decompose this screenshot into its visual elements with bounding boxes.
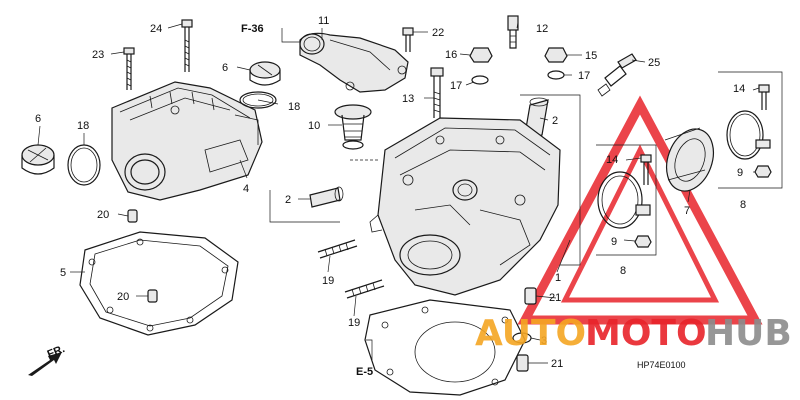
o-ring-left	[67, 144, 101, 186]
callout-9a: 9	[737, 167, 743, 179]
clamp-lower	[597, 171, 651, 229]
diagram-code: HP74E0100	[637, 360, 686, 370]
callout-11: 11	[318, 15, 329, 27]
callout-14b: 14	[606, 154, 618, 166]
stud-19a	[317, 239, 358, 259]
pipe-2-left	[309, 186, 344, 208]
dowel-pin-20a	[127, 209, 138, 223]
nut-15	[544, 47, 568, 63]
nut-9a	[754, 165, 772, 178]
nut-16	[469, 47, 493, 63]
watermark-auto: AUTO	[475, 313, 586, 354]
callout-6b: 6	[222, 62, 228, 74]
callout-8b: 8	[620, 265, 626, 277]
callout-24: 24	[150, 23, 162, 35]
callout-19a: 19	[322, 275, 334, 287]
oil-filler-cap	[21, 144, 55, 175]
callout-6a: 6	[35, 113, 41, 125]
callout-20b: 20	[117, 291, 129, 303]
callout-22: 22	[432, 27, 444, 39]
ref-front: FR.	[46, 343, 67, 361]
callout-10: 10	[308, 120, 320, 132]
callout-23: 23	[92, 49, 104, 61]
callout-20a: 20	[97, 209, 109, 221]
o-ring-top	[239, 91, 277, 109]
callout-12: 12	[536, 23, 548, 35]
cylinder-head-cover	[111, 81, 263, 201]
callouts: 24 23 6 18 6 18 4 20 5 20 11 F-36 10 12 …	[35, 15, 746, 378]
dowel-pin-21b	[516, 354, 529, 372]
ref-e5: E-5	[356, 366, 373, 378]
head-cover-gasket	[79, 231, 239, 336]
callout-25: 25	[648, 57, 660, 69]
nut-9b	[634, 235, 652, 248]
callout-21a: 21	[549, 292, 561, 304]
washer-17a	[471, 75, 489, 85]
front-arrow	[28, 352, 62, 376]
callout-17a: 17	[450, 80, 462, 92]
insulator	[664, 127, 714, 192]
callout-5: 5	[60, 267, 66, 279]
callout-2b: 2	[552, 115, 558, 127]
screw-14a	[758, 84, 770, 110]
watermark-moto: MOTO	[585, 313, 707, 354]
thermostat	[334, 104, 372, 150]
callout-17b: 17	[578, 70, 590, 82]
callout-18b: 18	[288, 101, 300, 113]
dowel-pin-20b	[147, 289, 158, 303]
washer-17b	[547, 70, 565, 80]
screw-14b	[640, 154, 652, 185]
temperature-sensor	[507, 15, 519, 49]
callout-18a: 18	[77, 120, 89, 132]
bolt-23	[123, 47, 135, 90]
callout-14a: 14	[733, 83, 745, 95]
callout-16: 16	[445, 49, 457, 61]
callout-13: 13	[402, 93, 414, 105]
callout-8a: 8	[740, 199, 746, 211]
callout-15: 15	[585, 50, 597, 62]
leader-lines	[37, 21, 760, 364]
cap-top	[249, 61, 281, 86]
callout-2a: 2	[285, 194, 291, 206]
bolt-24	[181, 19, 193, 72]
callout-4: 4	[243, 183, 249, 195]
thermostat-cover	[299, 32, 409, 93]
stud-19b	[344, 279, 385, 299]
cylinder-head	[369, 117, 561, 296]
callout-1: 1	[555, 272, 561, 284]
callout-3: 3	[541, 335, 547, 347]
callout-9b: 9	[611, 236, 617, 248]
clamp-upper	[726, 110, 771, 160]
callout-7: 7	[684, 205, 690, 217]
dowel-pin-21a	[524, 287, 537, 305]
spark-plug	[597, 53, 637, 97]
watermark-hub: HUB	[705, 313, 792, 354]
callout-19b: 19	[348, 317, 360, 329]
watermark-text: AUTO MOTO HUB	[475, 313, 792, 354]
bolt-22	[402, 27, 414, 52]
ref-f36: F-36	[241, 23, 264, 35]
watermark-logo	[517, 95, 763, 325]
callout-21b: 21	[551, 358, 563, 370]
bolt-13	[430, 67, 444, 118]
cylinder-head-gasket	[364, 299, 526, 396]
